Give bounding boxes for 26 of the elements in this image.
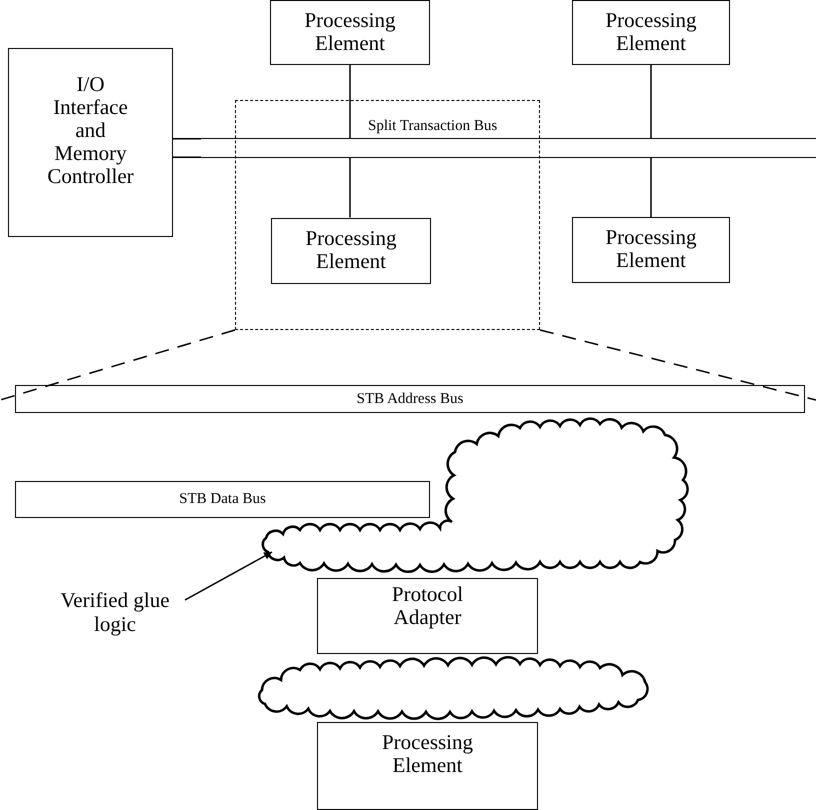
data-bus-bar: [15, 481, 430, 518]
processing-element-box: [270, 0, 430, 65]
connector-line: [172, 138, 202, 158]
processing-element-box: [572, 0, 730, 65]
bus-label: STB Data Bus: [179, 491, 266, 508]
processing-element-box: [271, 218, 431, 284]
box-label: Processing Element: [381, 731, 474, 779]
box-label: Processing Element: [604, 9, 698, 57]
callout-text: Verified glue logic: [60, 588, 170, 636]
processing-element-box: [317, 722, 538, 810]
box-label: Protocol Adapter: [390, 583, 464, 631]
box-label: I/O Interface and Memory Controller: [46, 73, 135, 190]
connector-line: [650, 64, 652, 138]
connector-line: [349, 158, 351, 218]
bus-label: Split Transaction Bus: [368, 117, 498, 135]
leader-arrow: [184, 551, 272, 601]
box-label: Processing Element: [604, 226, 698, 274]
protocol-adapter-box: [317, 578, 538, 654]
box-label: Processing Element: [304, 9, 396, 57]
bus-label: STB Address Bus: [356, 390, 464, 408]
box-label: Processing Element: [304, 227, 398, 275]
address-bus-bar: [15, 385, 805, 413]
connector-line: [650, 158, 652, 218]
controller-box: [8, 48, 173, 237]
connector-line: [349, 64, 351, 138]
processing-element-box: [572, 217, 730, 283]
